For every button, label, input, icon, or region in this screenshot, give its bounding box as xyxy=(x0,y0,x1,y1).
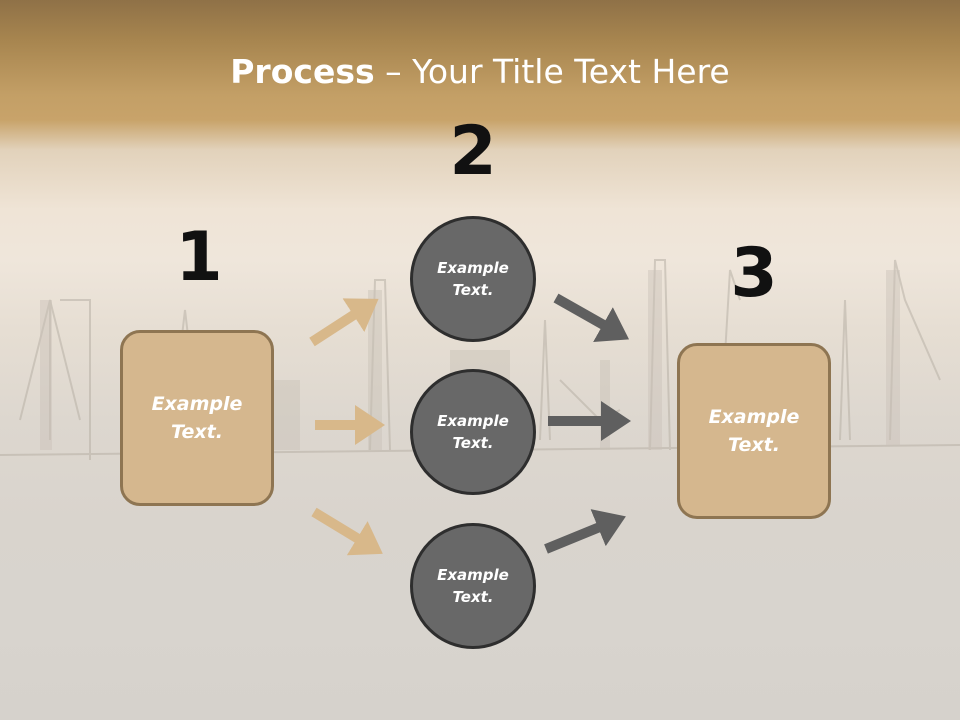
circle-middle-text: Example Text. xyxy=(437,411,509,453)
slide-title: Process – Your Title Text Here xyxy=(0,52,960,91)
arrow-circle-top-to-box3 xyxy=(553,293,630,343)
step-3-box-text: Example Text. xyxy=(708,405,800,457)
circle-bottom-text: Example Text. xyxy=(437,565,509,607)
step-2-circle-top: Example Text. xyxy=(410,216,536,342)
step-number-1: 1 xyxy=(175,218,223,297)
step-2-circle-middle: Example Text. xyxy=(410,369,536,495)
title-rest: – Your Title Text Here xyxy=(374,52,730,91)
circle-top-text: Example Text. xyxy=(437,258,509,300)
step-1-box: Example Text. xyxy=(120,330,274,506)
arrow-box1-to-circle-bottom xyxy=(311,507,383,556)
title-bold: Process xyxy=(230,52,375,91)
step-number-2: 2 xyxy=(449,112,497,191)
arrow-circle-bottom-to-box3 xyxy=(544,509,626,554)
arrow-box1-to-circle-top xyxy=(309,298,379,347)
step-1-box-text: Example Text. xyxy=(151,392,243,444)
step-number-3: 3 xyxy=(730,234,778,313)
step-3-box: Example Text. xyxy=(677,343,831,519)
step-2-circle-bottom: Example Text. xyxy=(410,523,536,649)
